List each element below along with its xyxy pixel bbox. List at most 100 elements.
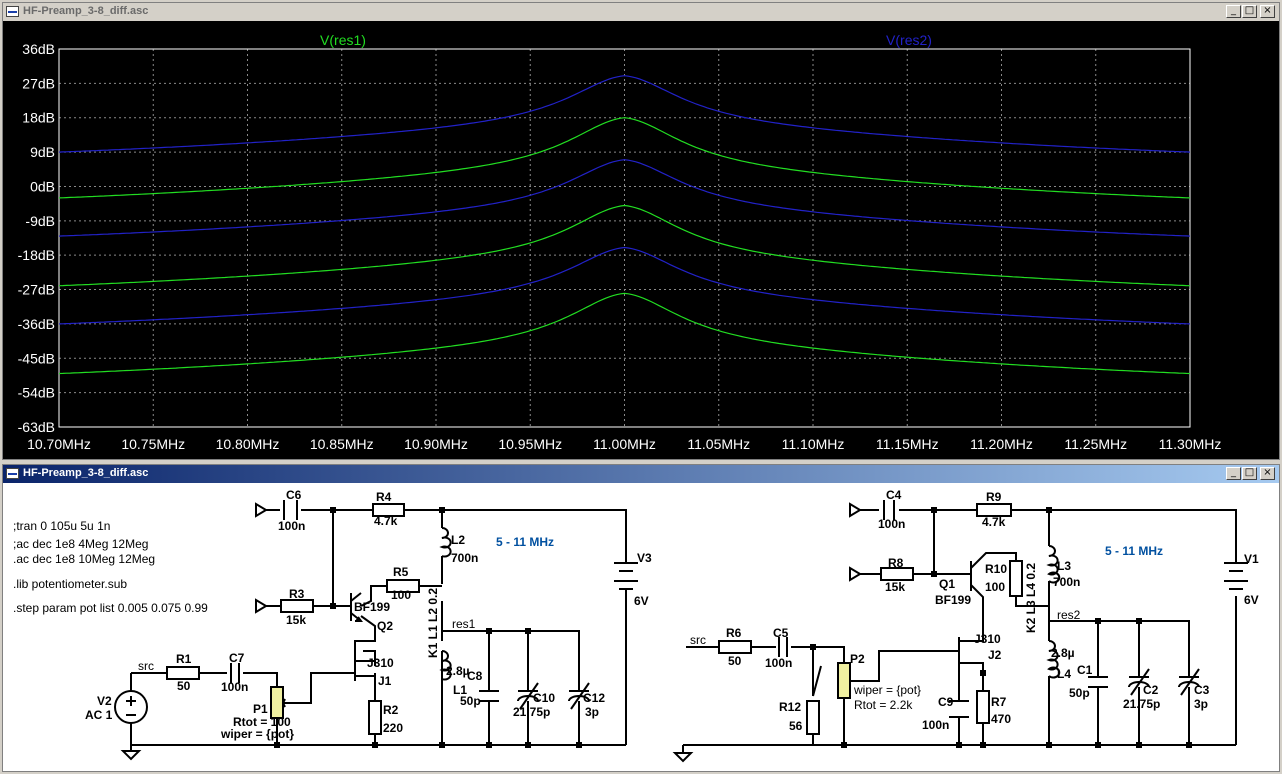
l4-value: 2.8µ xyxy=(1051,646,1075,660)
resistor-r4 xyxy=(372,503,405,517)
y-tick-label: 18dB xyxy=(22,110,55,126)
potentiometer-p2 xyxy=(837,662,851,699)
trace-label-res1[interactable]: V(res1) xyxy=(320,32,366,48)
v1-value: 6V xyxy=(1244,593,1259,607)
y-tick-label: -36dB xyxy=(18,316,55,332)
c12-value: 3p xyxy=(585,705,599,719)
schematic-window[interactable]: HF-Preamp_3-8_diff.asc _ □ × ;tran 0 105… xyxy=(2,464,1280,772)
capacitor-c12 xyxy=(568,682,590,710)
trace-res2-3 xyxy=(58,75,1191,153)
capacitor-c8 xyxy=(479,690,499,702)
src-netlabel: src xyxy=(690,633,706,647)
q2-part: BF199 xyxy=(354,600,390,614)
inductor-l3 xyxy=(1046,545,1061,584)
v3-label: V3 xyxy=(637,551,652,565)
resistor-r7 xyxy=(976,690,990,724)
x-tick-label: 11.30MHz xyxy=(1159,436,1222,452)
right-junctions xyxy=(810,507,1192,748)
j2-part: J310 xyxy=(974,632,1001,646)
v3-value: 6V xyxy=(634,594,649,608)
trace-res1-1 xyxy=(58,204,1191,287)
trace-res2-4 xyxy=(58,159,1191,237)
v2-value: AC 1 xyxy=(85,708,113,722)
inductor-l2 xyxy=(439,527,452,558)
y-tick-label: -9dB xyxy=(25,213,55,229)
plot-titlebar[interactable]: HF-Preamp_3-8_diff.asc _ □ × xyxy=(3,3,1279,21)
capacitor-c1 xyxy=(1088,676,1108,688)
right-components xyxy=(672,500,1248,763)
r1-value: 50 xyxy=(177,679,191,693)
directive-ac-1[interactable]: ;ac dec 1e8 4Meg 12Meg xyxy=(13,537,148,551)
r7-label: R7 xyxy=(991,695,1007,709)
close-button[interactable]: × xyxy=(1260,5,1275,18)
y-tick-label: 27dB xyxy=(22,75,55,91)
r12-label: R12 xyxy=(779,700,801,714)
r8-value: 15k xyxy=(885,580,905,594)
r6-value: 50 xyxy=(728,654,742,668)
resistor-r3 xyxy=(280,599,314,613)
res1-netlabel: res1 xyxy=(452,617,476,631)
trace-label-res2[interactable]: V(res2) xyxy=(886,32,932,48)
minimize-button[interactable]: _ xyxy=(1226,5,1241,18)
y-tick-label: 9dB xyxy=(30,144,55,160)
resistor-r9 xyxy=(976,503,1012,517)
c3-value: 3p xyxy=(1194,697,1208,711)
resistor-r1 xyxy=(166,666,200,680)
potentiometer-p1 xyxy=(270,686,284,719)
capacitor-c5 xyxy=(778,637,788,657)
c7-value: 100n xyxy=(221,680,248,694)
c10-label: C10 xyxy=(533,691,555,705)
q1-part: BF199 xyxy=(935,593,971,607)
p1-label: P1 xyxy=(253,702,268,716)
capacitor-c3 xyxy=(1178,668,1200,696)
resistor-r6 xyxy=(718,640,752,654)
l3-label: L3 xyxy=(1057,559,1071,573)
spice-directives: ;tran 0 105u 5u 1n ;ac dec 1e8 4Meg 12Me… xyxy=(13,519,208,615)
capacitor-c2 xyxy=(1128,668,1150,696)
close-button[interactable]: × xyxy=(1260,467,1275,480)
directive-lib[interactable]: .lib potentiometer.sub xyxy=(13,577,127,591)
capacitor-c7 xyxy=(230,663,240,683)
plot-frame xyxy=(58,48,1191,428)
p1-rtot: Rtot = 100 xyxy=(233,715,291,729)
schematic-canvas[interactable]: ;tran 0 105u 5u 1n ;ac dec 1e8 4Meg 12Me… xyxy=(3,483,1279,771)
directive-tran[interactable]: ;tran 0 105u 5u 1n xyxy=(13,519,110,533)
x-tick-label: 10.80MHz xyxy=(216,436,280,452)
port-arrow-icon xyxy=(255,502,268,518)
r8-label: R8 xyxy=(888,556,904,570)
r12-value: 56 xyxy=(789,719,803,733)
schematic-titlebar[interactable]: HF-Preamp_3-8_diff.asc _ □ × xyxy=(3,465,1279,483)
x-tick-label: 11.00MHz xyxy=(593,436,656,452)
directive-ac-2[interactable]: .ac dec 1e8 10Meg 12Meg xyxy=(13,552,155,566)
maximize-button[interactable]: □ xyxy=(1242,5,1257,18)
schematic-icon xyxy=(6,468,19,479)
maximize-button[interactable]: □ xyxy=(1242,467,1257,480)
r10-value: 100 xyxy=(985,580,1005,594)
c6-label: C6 xyxy=(286,488,302,502)
c3-label: C3 xyxy=(1194,683,1210,697)
minimize-button[interactable]: _ xyxy=(1226,467,1241,480)
ground-icon xyxy=(120,750,142,761)
directive-step[interactable]: .step param pot list 0.005 0.075 0.99 xyxy=(13,601,208,615)
left-junctions xyxy=(274,507,582,748)
y-tick-label: -18dB xyxy=(18,247,55,263)
l2-value: 700n xyxy=(451,551,478,565)
trace-res2-5 xyxy=(58,246,1191,325)
plot-grid xyxy=(58,48,1191,428)
r3-value: 15k xyxy=(286,613,306,627)
c8-label: C8 xyxy=(467,669,483,683)
port-arrow-icon xyxy=(255,598,268,614)
p1-wiper: wiper = {pot} xyxy=(220,727,294,741)
port-arrow-icon xyxy=(849,566,862,582)
waveform-plot[interactable]: 36dB27dB18dB9dB0dB-9dB-18dB-27dB-36dB-45… xyxy=(3,21,1279,459)
r1-label: R1 xyxy=(176,652,192,666)
l3-value: 700n xyxy=(1053,575,1080,589)
switch-r12 xyxy=(812,665,822,697)
c4-value: 100n xyxy=(878,517,905,531)
p2-rtot: Rtot = 2.2k xyxy=(854,698,913,712)
r4-label: R4 xyxy=(376,490,392,504)
c1-value: 50p xyxy=(1069,686,1090,700)
r7-value: 470 xyxy=(991,712,1011,726)
q2-label: Q2 xyxy=(377,619,393,633)
